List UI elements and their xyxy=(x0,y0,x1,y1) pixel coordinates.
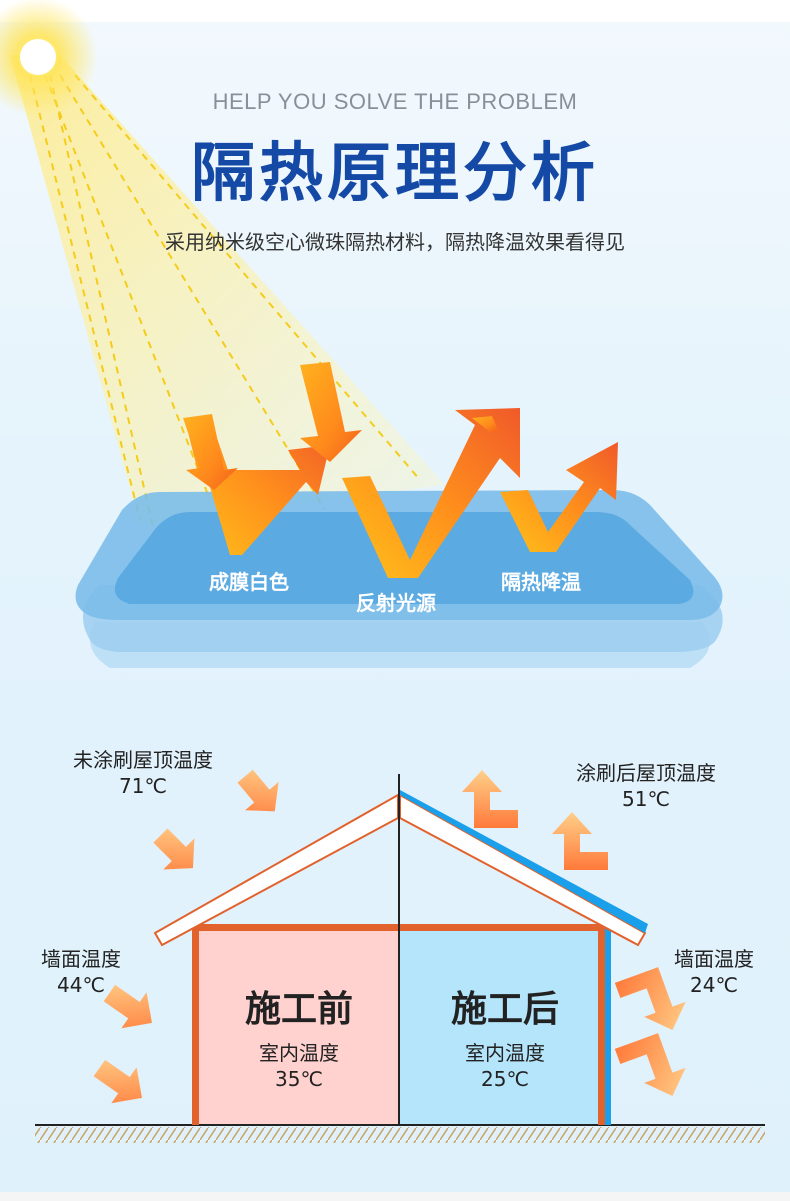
bottom-strip xyxy=(0,1192,790,1201)
sun-icon xyxy=(0,0,98,117)
layer-label-film: 成膜白色 xyxy=(209,570,289,594)
layer-label-reflect: 反射光源 xyxy=(356,591,436,615)
room-after-indoor-temp: 25℃ xyxy=(481,1067,529,1091)
room-before-indoor-temp: 35℃ xyxy=(275,1067,323,1091)
house-diagram xyxy=(35,774,765,1143)
wall-before-value: 44℃ xyxy=(57,973,105,997)
roof-before-temp: 未涂刷屋顶温度 71℃ xyxy=(60,747,226,799)
coating-layers xyxy=(75,490,723,668)
layer-label-insulate: 隔热降温 xyxy=(501,570,581,594)
room-after-title: 施工后 xyxy=(450,989,559,1030)
roof-before-label: 未涂刷屋顶温度 xyxy=(73,748,213,772)
roof-after-temp: 涂刷后屋顶温度 51℃ xyxy=(563,760,729,812)
page-title: 隔热原理分析 xyxy=(191,137,599,211)
room-before-title: 施工前 xyxy=(244,989,353,1030)
reflection-arrows xyxy=(183,362,618,578)
room-after: 施工后 室内温度 25℃ xyxy=(405,980,605,1092)
roof-after-label: 涂刷后屋顶温度 xyxy=(576,761,716,785)
room-before: 施工前 室内温度 35℃ xyxy=(199,980,399,1092)
wall-after-temp: 墙面温度 24℃ xyxy=(666,946,762,998)
room-after-indoor-label: 室内温度 xyxy=(465,1041,545,1065)
wall-after-label: 墙面温度 xyxy=(674,947,754,971)
room-before-indoor-label: 室内温度 xyxy=(259,1041,339,1065)
subtitle-en: HELP YOU SOLVE THE PROBLEM xyxy=(212,89,578,114)
wall-before-label: 墙面温度 xyxy=(41,947,121,971)
heat-arrows xyxy=(93,769,686,1104)
wall-before-temp: 墙面温度 44℃ xyxy=(33,946,129,998)
wall-after-value: 24℃ xyxy=(690,973,738,997)
roof-after-value: 51℃ xyxy=(622,787,670,811)
description: 采用纳米级空心微珠隔热材料，隔热降温效果看得见 xyxy=(165,230,625,254)
roof-before-value: 71℃ xyxy=(119,774,167,798)
